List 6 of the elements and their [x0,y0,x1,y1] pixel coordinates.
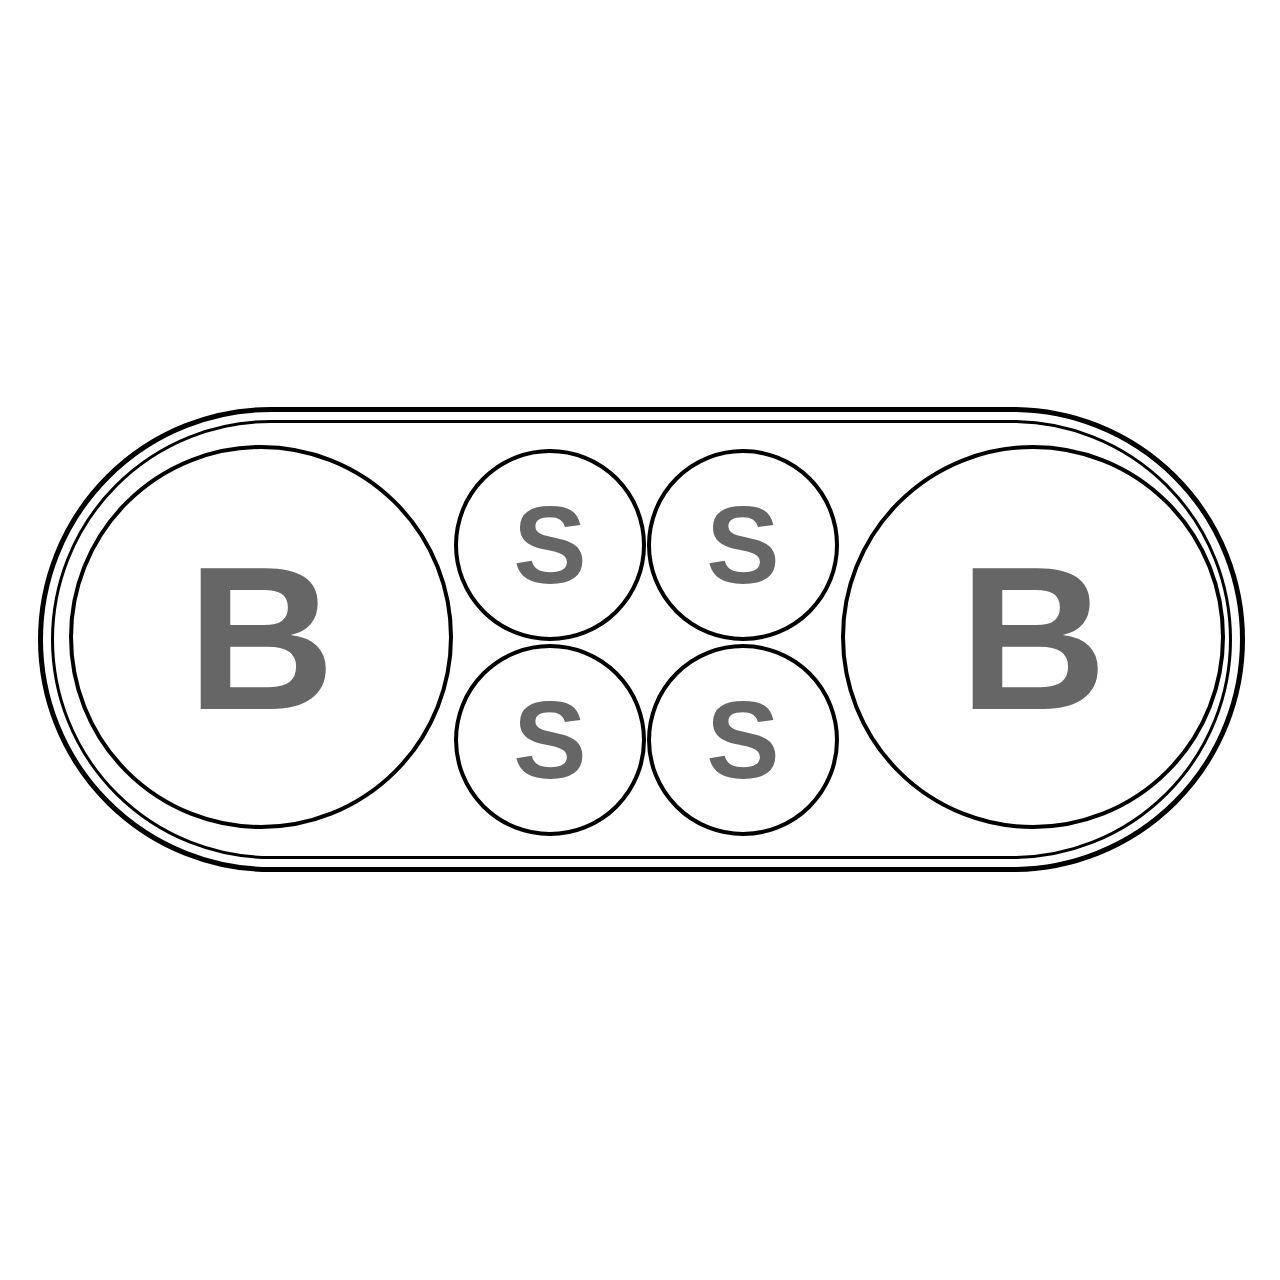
core-label: B [958,534,1107,740]
core-label: S [706,490,780,600]
core-label: S [513,490,587,600]
core-label: S [513,685,587,795]
core-label: B [186,534,335,740]
core-label: S [706,685,780,795]
